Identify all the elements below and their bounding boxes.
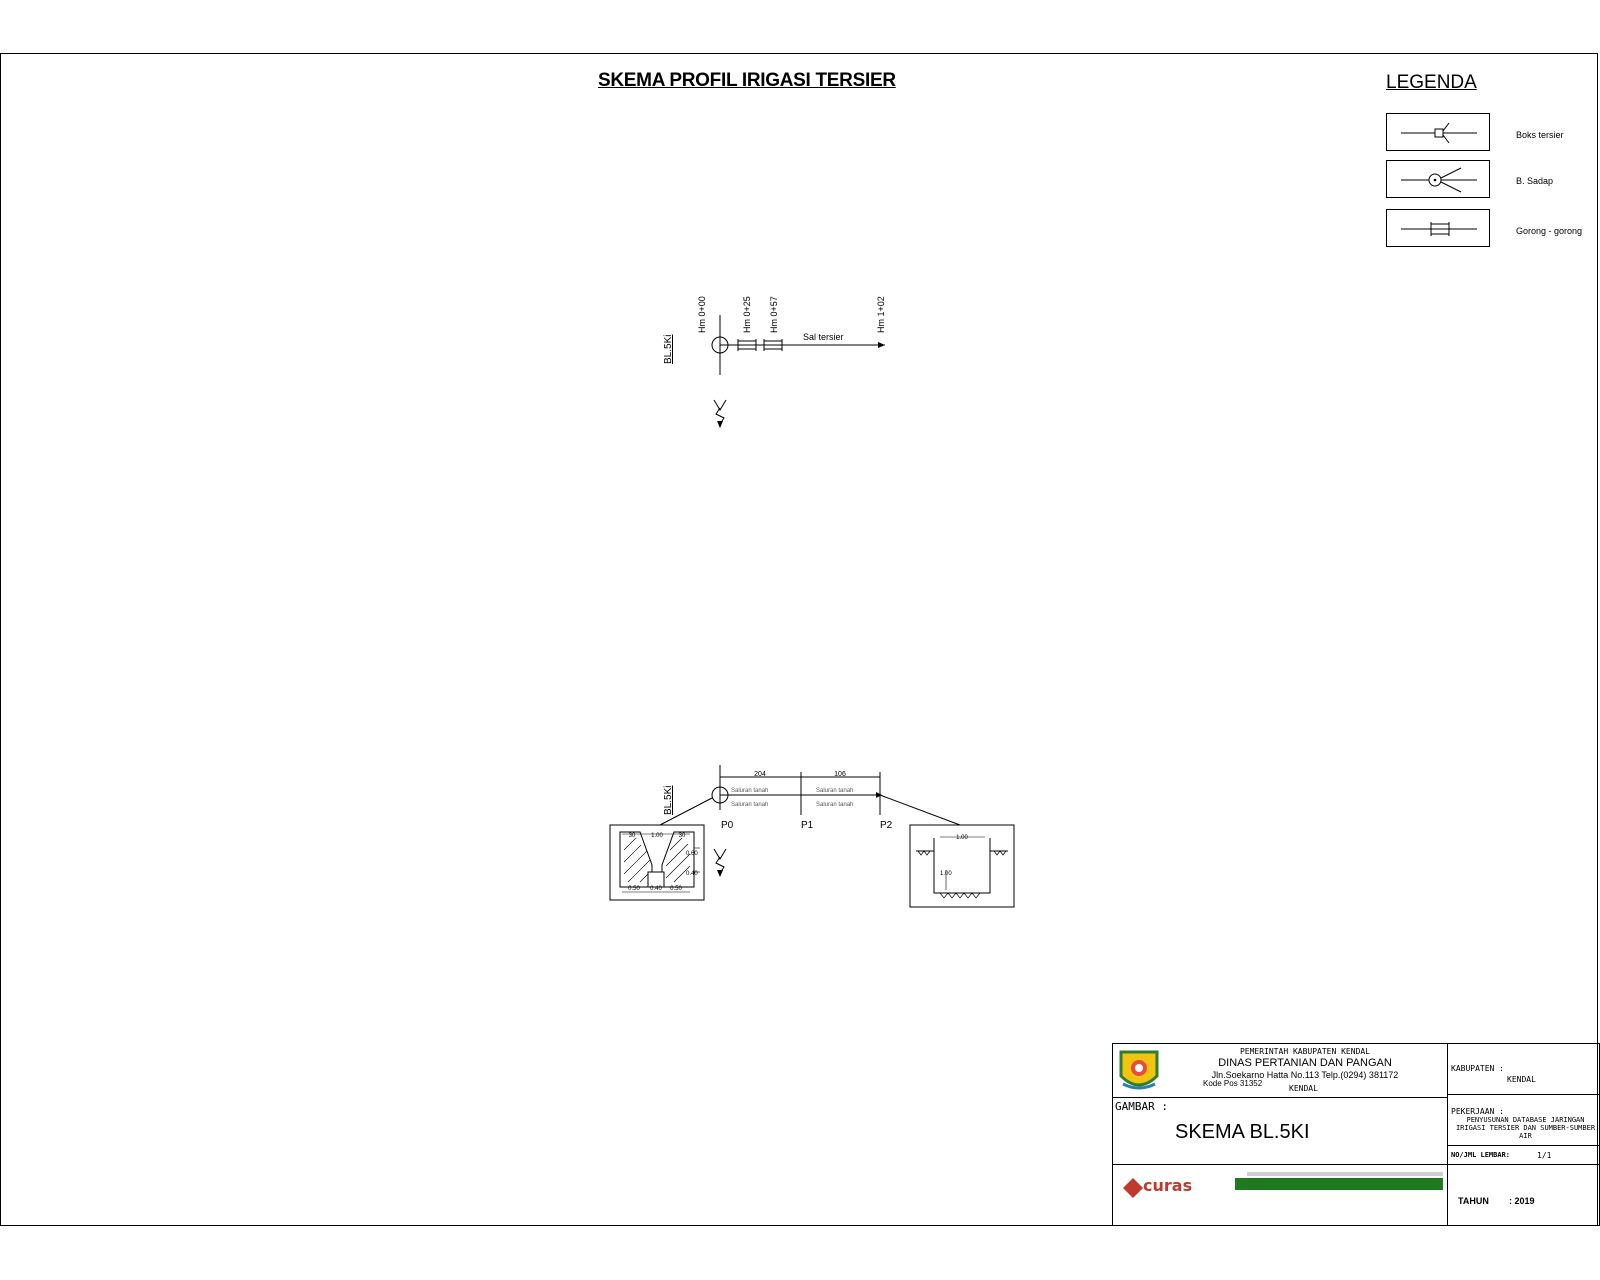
box-tersier-icon [1401, 122, 1477, 144]
right-dim-0: 1.00 [956, 835, 968, 841]
left-dim-2: 30 [679, 833, 686, 839]
drawing-sheet-frame [0, 53, 1598, 1226]
legend-title: LEGENDA [1386, 72, 1477, 93]
title-block: PEMERINTAH KABUPATEN KENDAL DINAS PERTAN… [1112, 1043, 1600, 1226]
culvert-icon [1401, 222, 1477, 236]
bottom-schematic: 204 106 Saluran tanah Saluran tanah Salu… [609, 765, 1015, 908]
legend-label-culvert: Gorong - gorong [1516, 226, 1583, 236]
point-p2: P2 [880, 820, 893, 831]
bottom-flow-arrow [876, 792, 882, 798]
point-p0: P0 [721, 820, 734, 831]
kabupaten-value: KENDAL [1507, 1075, 1536, 1084]
consultant-green-bar [1235, 1178, 1443, 1190]
left-dim-0: 30 [629, 833, 636, 839]
point-p1: P1 [801, 820, 814, 831]
leader-left [659, 797, 713, 826]
left-dim-6: 0.40 [650, 886, 662, 892]
segment-2-label-a: Saluran tanah [816, 788, 853, 794]
cross-section-left: 30 1.00 30 0.60 0.40 0.50 0.40 0.50 [609, 824, 705, 901]
left-dim-4: 0.40 [686, 871, 698, 877]
kendal-crest-logo [1117, 1048, 1161, 1094]
pekerjaan-value-2: IRIGASI TERSIER DAN SUMBER-SUMBER [1455, 1124, 1596, 1132]
legend-box-sadap [1386, 160, 1490, 198]
cross-section-right: 1.00 1.00 [909, 824, 1015, 908]
left-dim-5: 0.50 [628, 886, 640, 892]
top-station-0: Hm 0+00 [697, 296, 707, 333]
gov-address: Jln.Soekarno Hatta No.113 Telp.(0294) 38… [1211, 1070, 1399, 1080]
pekerjaan-value-1: PENYUSUNAN DATABASE JARINGAN [1466, 1116, 1585, 1124]
legend-box-culvert [1386, 209, 1490, 247]
legend-label-tersier: Boks tersier [1516, 130, 1564, 140]
curas-logo-icon [1121, 1176, 1143, 1198]
leader-right [879, 794, 961, 826]
sheet-label: NO/JML LEMBAR: [1451, 1151, 1511, 1159]
segment-1-label-a: Saluran tanah [731, 788, 768, 794]
legend-label-sadap: B. Sadap [1516, 176, 1554, 186]
left-dim-7: 0.50 [670, 886, 682, 892]
sadap-icon [1401, 167, 1477, 193]
left-dim-3: 0.60 [686, 851, 698, 857]
top-schematic: Hm 0+00 Hm 0+25 Hm 0+57 Hm 1+02 Sal ters… [663, 296, 886, 428]
bottom-flow-down-symbol [713, 848, 727, 877]
distance-1: 204 [754, 771, 766, 778]
tahun-value: : 2019 [1509, 1196, 1535, 1206]
top-station-1: Hm 0+25 [742, 296, 752, 333]
left-dim-1: 1.00 [651, 833, 663, 839]
consultant-logo: curas [1117, 1168, 1443, 1222]
top-flow-arrow [878, 342, 885, 348]
distance-2: 106 [834, 771, 846, 778]
gov-line1: PEMERINTAH KABUPATEN KENDAL [1239, 1047, 1371, 1056]
segment-1-label-b: Saluran tanah [731, 802, 768, 808]
segment-2-label-b: Saluran tanah [816, 802, 853, 808]
drawing-name: SKEMA BL.5KI [1175, 1121, 1310, 1143]
tahun-label: TAHUN [1458, 1196, 1489, 1206]
sheet-value: 1/1 [1537, 1151, 1552, 1160]
legend-box-tersier [1386, 113, 1490, 151]
gov-city: KENDAL [1289, 1084, 1318, 1093]
top-channel-label: Sal tersier [803, 332, 844, 342]
top-station-2: Hm 0+57 [769, 296, 779, 333]
title-block-divider [1447, 1044, 1448, 1225]
curas-logo-text: curas [1143, 1176, 1193, 1195]
gov-line2: DINAS PERTANIAN DAN PANGAN [1218, 1057, 1392, 1069]
gambar-label: GAMBAR : [1115, 1100, 1168, 1113]
top-flow-down-symbol [713, 399, 727, 428]
top-station-3: Hm 1+02 [876, 296, 886, 333]
pekerjaan-value-3: AIR [1519, 1132, 1532, 1140]
top-culvert-1 [737, 339, 757, 351]
drawing-title: SKEMA PROFIL IRIGASI TERSIER [598, 70, 896, 91]
top-culvert-2 [763, 339, 783, 351]
pekerjaan-label: PEKERJAAN : [1451, 1107, 1504, 1116]
right-dim-1: 1.00 [940, 871, 952, 877]
top-building-label: BL.5Ki [663, 335, 674, 364]
gov-postal: Kode Pos 31352 [1203, 1079, 1263, 1088]
bottom-building-label: BL.5Ki [663, 786, 674, 815]
crest-icon [1119, 1050, 1159, 1090]
kabupaten-label: KABUPATEN : [1451, 1064, 1504, 1073]
